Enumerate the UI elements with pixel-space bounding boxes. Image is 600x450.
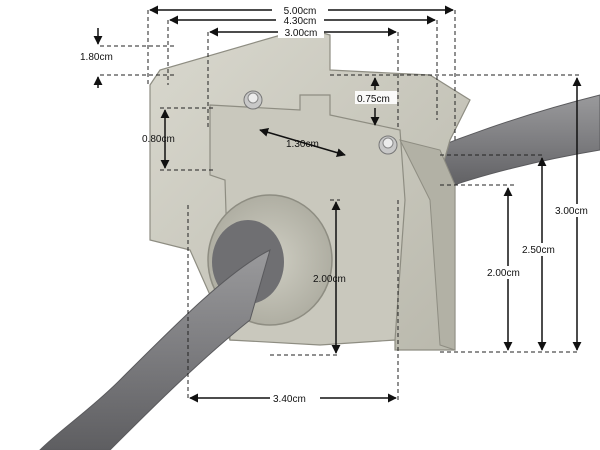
dim-screw-spacing: 1.30cm [286,139,319,150]
screw-left [243,90,263,110]
dim-top-width: 3.00cm [285,28,318,39]
dim-body-height: 2.50cm [522,245,555,256]
clamp-side-wing [399,139,456,351]
dim-left-height: 1.80cm [80,52,113,63]
screw-right [378,135,398,155]
dim-right-height: 2.00cm [487,268,520,279]
dim-overall-height: 3.00cm [555,206,588,217]
dim-base-width: 3.40cm [273,394,306,405]
cable-right [429,94,600,191]
dim-total-width: 5.00cm [284,6,317,17]
dim-slot-height: 0.75cm [357,94,390,105]
dim-inner-width: 4.30cm [284,16,317,27]
guide-lines [100,10,580,400]
dim-side-height: 0.80cm [142,134,175,145]
cable-left [39,249,271,450]
dim-grommet-height: 2.00cm [313,274,346,285]
